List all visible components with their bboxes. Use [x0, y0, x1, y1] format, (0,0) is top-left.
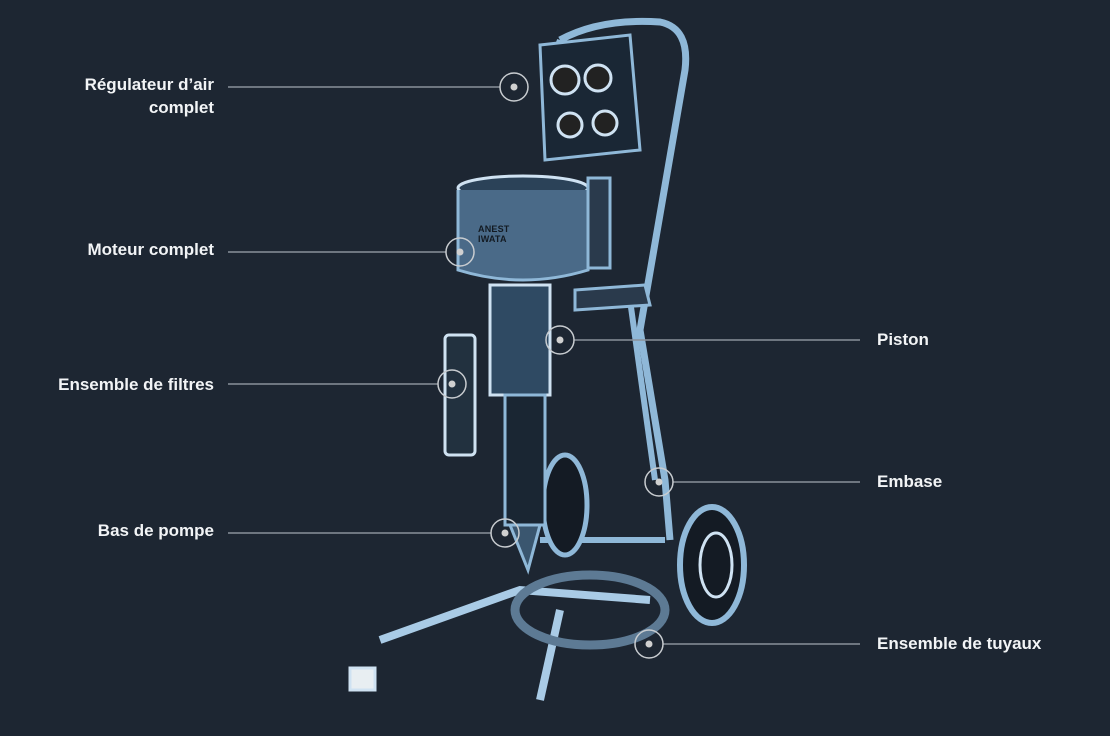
leader-lines — [228, 86, 860, 645]
hotspot-bas-pompe[interactable] — [490, 518, 520, 548]
label-filtres[interactable]: Ensemble de filtres — [58, 375, 214, 394]
label-moteur[interactable]: Moteur complet — [87, 240, 214, 259]
hotspot-tuyaux[interactable] — [634, 629, 664, 659]
hotspot-regulateur[interactable] — [499, 72, 529, 102]
label-embase[interactable]: Embase — [877, 472, 943, 491]
hotspot-filtres[interactable] — [437, 369, 467, 399]
label-tuyaux[interactable]: Ensemble de tuyaux — [877, 634, 1042, 653]
pump-drawing — [348, 17, 747, 701]
label-bas-pompe[interactable]: Bas de pompe — [97, 521, 214, 540]
label-regulateur-line2: complet — [148, 98, 214, 117]
brand-logo: ANEST IWATA — [478, 224, 510, 244]
hotspot-piston[interactable] — [545, 325, 575, 355]
hotspots — [437, 72, 674, 659]
label-regulateur[interactable]: Régulateur d’air complet — [85, 73, 214, 119]
hotspot-embase[interactable] — [644, 467, 674, 497]
label-piston[interactable]: Piston — [877, 330, 929, 349]
label-regulateur-line1: Régulateur d’air — [84, 75, 214, 94]
hotspot-moteur[interactable] — [445, 237, 475, 267]
